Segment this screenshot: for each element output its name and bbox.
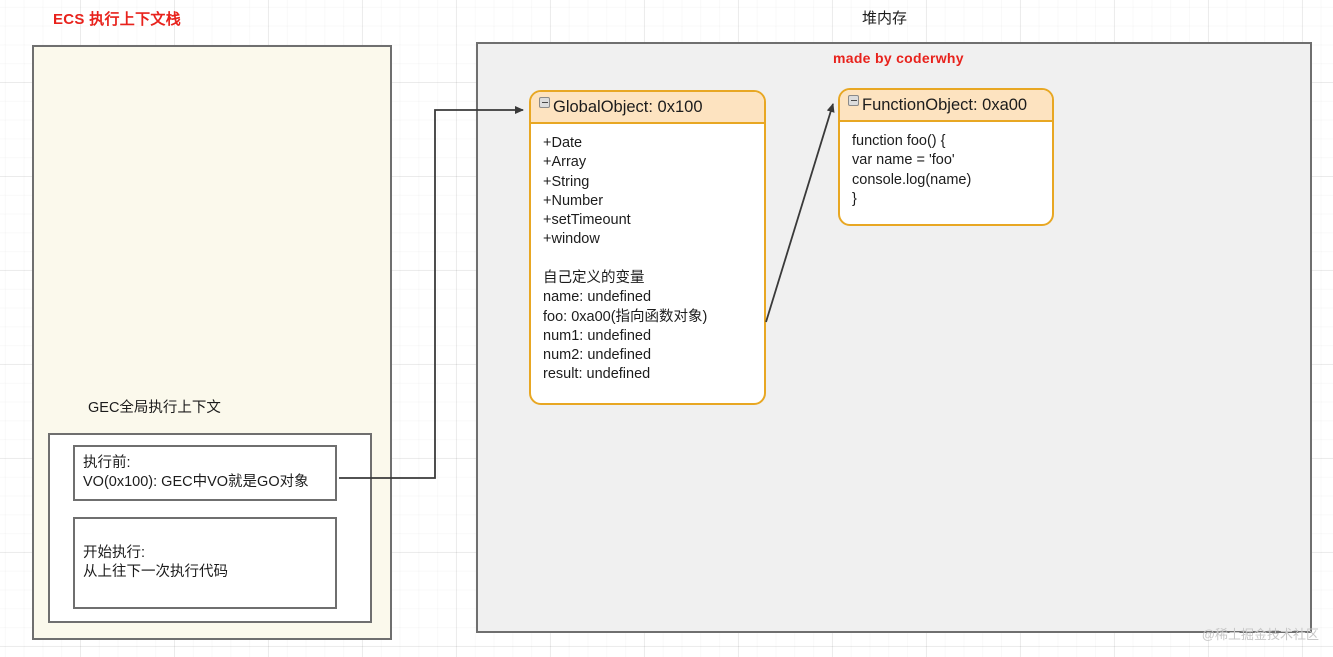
global-object-header: GlobalObject: 0x100 [531, 92, 764, 124]
made-by-label: made by coderwhy [833, 50, 964, 66]
function-object-box[interactable]: FunctionObject: 0xa00 function foo() { v… [838, 88, 1054, 226]
heap-memory-title: 堆内存 [862, 10, 908, 27]
start-execution-note: 开始执行: 从上往下一次执行代码 [73, 517, 337, 609]
before-execution-note: 执行前: VO(0x100): GEC中VO就是GO对象 [73, 445, 337, 501]
function-object-header: FunctionObject: 0xa00 [840, 90, 1052, 122]
watermark: @稀土掘金技术社区 [1201, 627, 1319, 642]
minus-box-icon[interactable] [848, 94, 859, 106]
global-object-title: GlobalObject: 0x100 [553, 97, 703, 116]
global-object-body: +Date +Array +String +Number +setTimeoun… [543, 135, 708, 383]
function-object-title: FunctionObject: 0xa00 [862, 95, 1028, 114]
minus-box-icon[interactable] [539, 96, 550, 108]
global-object-box[interactable]: GlobalObject: 0x100 +Date +Array +String… [529, 90, 766, 405]
function-object-body: function foo() { var name = 'foo' consol… [852, 133, 972, 207]
gec-global-context-label: GEC全局执行上下文 [88, 400, 221, 416]
ecs-stack-title: ECS 执行上下文栈 [53, 11, 182, 28]
